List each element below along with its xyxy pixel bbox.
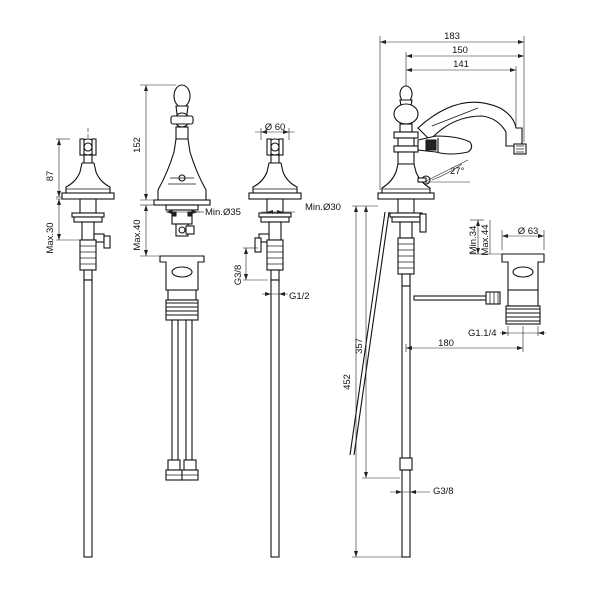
dims-view-front: 87 Max.30 [45, 138, 82, 254]
dims-view-front-small: Ø 60 Min.Ø30 G3/8 G1/2 [233, 122, 341, 302]
dim-357: 357 [354, 338, 365, 354]
view-side-spout [349, 85, 545, 558]
dim-180: 180 [438, 338, 454, 349]
dim-g1-2: G1/2 [289, 291, 310, 302]
dim-min-35: Min.Ø35 [205, 207, 241, 218]
view-front-mixer [61, 128, 115, 558]
dim-min-34: Min.34 [468, 226, 479, 255]
dim-87: 87 [45, 171, 56, 182]
dim-141: 141 [453, 59, 469, 70]
dim-g1-1-4: G1.1/4 [468, 328, 497, 339]
view-side-mixer [153, 84, 211, 481]
dims-view-side: 152 Max.40 Min.Ø35 [132, 84, 241, 257]
dim-angle-27: 27° [450, 166, 465, 177]
dim-452: 452 [342, 374, 353, 390]
view-front-small [248, 138, 302, 558]
dim-max-44: Max.44 [480, 224, 491, 255]
dim-diameter-60: Ø 60 [265, 122, 286, 133]
dim-g3-8-bottom: G3/8 [433, 486, 454, 497]
dim-max-30: Max.30 [45, 222, 56, 253]
dim-diameter-63: Ø 63 [518, 226, 539, 237]
dim-max-40: Max.40 [132, 219, 143, 250]
dim-150: 150 [452, 45, 468, 56]
dim-183: 183 [444, 31, 460, 42]
dims-view-side-spout: 183 150 141 27° 452 357 [342, 31, 546, 558]
dim-min-30: Min.Ø30 [305, 202, 341, 213]
dim-g3-8-side: G3/8 [233, 265, 244, 286]
dim-152: 152 [132, 137, 143, 153]
